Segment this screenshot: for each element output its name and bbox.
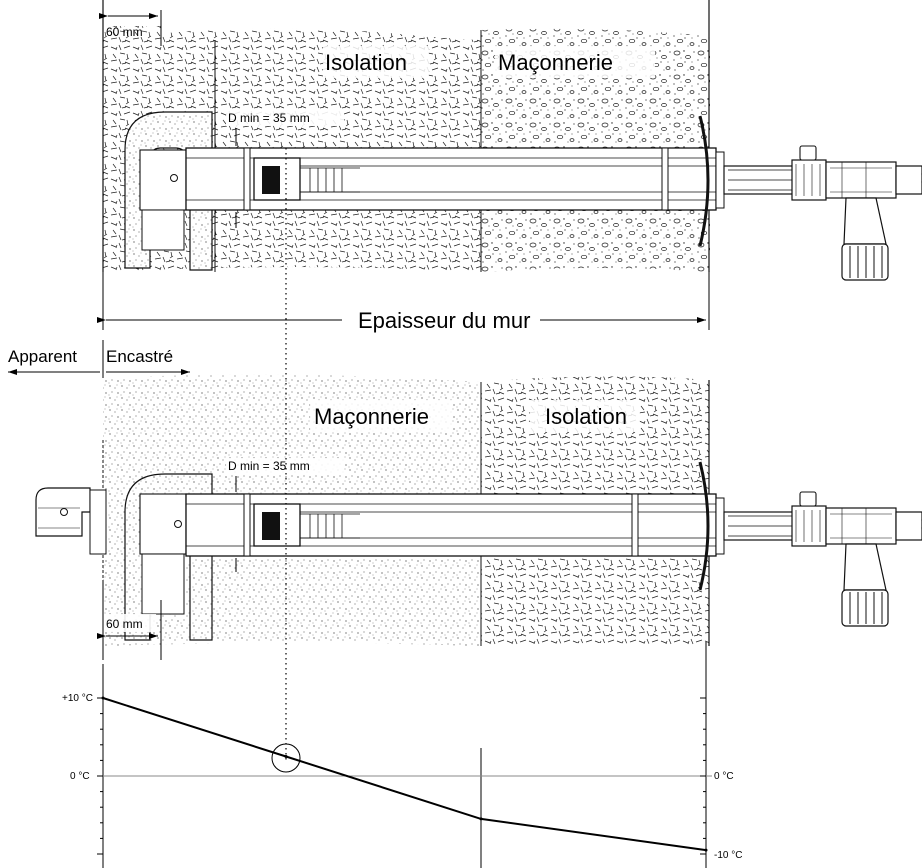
profile-point-wall-inner-face <box>101 696 105 700</box>
bottom-layer-label-left: Maçonnerie <box>314 404 429 429</box>
bottom-dim-60-label: 60 mm <box>106 617 143 631</box>
left-axis-ticks <box>97 697 103 855</box>
wall-thickness-label: Epaisseur du mur <box>358 308 530 333</box>
top-faucet-valve <box>715 129 922 281</box>
right-axis-ticks <box>700 697 706 855</box>
profile-point-marker <box>284 755 288 758</box>
apparent-elbow-fitting <box>35 487 91 537</box>
bottom-wall-section: Maçonnerie Isolation D min = 35 mm 60 mm <box>35 374 922 660</box>
top-wall-section: 60 mm Isolation Maçonnerie D min = 35 mm <box>99 0 922 281</box>
temperature-graph: +10 °C 0 °C 0 °C -10 °C <box>62 642 742 868</box>
tick-label-minus10-right: -10 °C <box>714 850 742 861</box>
profile-point-layer-boundary <box>479 817 483 821</box>
tick-label-0-right: 0 °C <box>714 771 734 782</box>
top-dmin-label: D min = 35 mm <box>228 111 310 125</box>
apparent-label: Apparent <box>8 347 77 366</box>
profile-point-wall-outer-face <box>704 848 708 852</box>
bottom-pipe <box>185 461 717 591</box>
mount-type-labels: Apparent Encastré <box>8 340 190 378</box>
top-layer-label-right: Maçonnerie <box>498 50 613 75</box>
encastre-label: Encastré <box>106 347 173 366</box>
bottom-faucet-valve <box>715 475 922 627</box>
dew-point-marker <box>271 743 301 773</box>
top-layer-label-left: Isolation <box>325 50 407 75</box>
top-pipe <box>185 115 717 247</box>
bottom-layer-label-right: Isolation <box>545 404 627 429</box>
top-dim-60-label: 60 mm <box>106 25 143 39</box>
bottom-dmin-label: D min = 35 mm <box>228 459 310 473</box>
tick-label-plus10-left: +10 °C <box>62 693 93 704</box>
tick-label-0-left: 0 °C <box>70 771 90 782</box>
wall-thickness-dimension: Epaisseur du mur <box>97 272 710 333</box>
temperature-profile-line <box>102 697 707 852</box>
